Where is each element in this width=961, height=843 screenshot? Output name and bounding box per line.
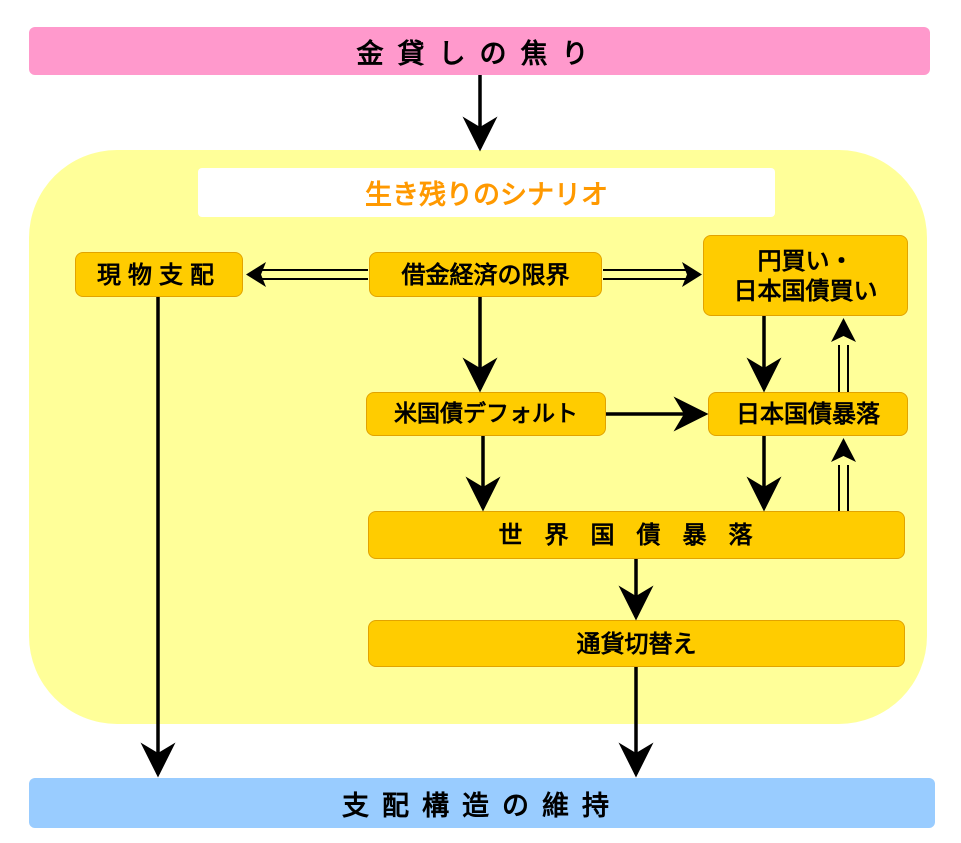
node-jgb-crash: 日本国債暴落 <box>708 392 908 436</box>
node-yen-jgb-buying: 円買い・ 日本国債買い <box>703 235 908 316</box>
node-us-treasury-default-label: 米国債デフォルト <box>394 400 578 427</box>
top-bar-title: 金貸しの焦り <box>356 38 603 70</box>
node-jgb-crash-label: 日本国債暴落 <box>736 400 880 428</box>
bottom-bar-title: 支配構造の維持 <box>342 790 622 822</box>
node-physical-control-label: 現物支配 <box>97 260 221 289</box>
node-global-bond-crash: 世界国債暴落 <box>368 511 905 559</box>
top-bar: 金貸しの焦り <box>29 27 930 75</box>
node-global-bond-crash-label: 世界国債暴落 <box>498 521 775 549</box>
bottom-bar: 支配構造の維持 <box>29 778 935 828</box>
node-debt-economy-limit-label: 借金経済の限界 <box>401 260 570 289</box>
node-currency-switch-label: 通貨切替え <box>576 629 697 658</box>
node-us-treasury-default: 米国債デフォルト <box>366 392 606 436</box>
node-physical-control: 現物支配 <box>75 252 243 297</box>
node-debt-economy-limit: 借金経済の限界 <box>369 252 602 297</box>
node-currency-switch: 通貨切替え <box>368 620 905 667</box>
node-yen-jgb-buying-label-2: 日本国債買い <box>733 276 878 305</box>
scenario-title: 生き残りのシナリオ <box>365 180 608 211</box>
scenario-title-box: 生き残りのシナリオ <box>198 168 775 217</box>
node-yen-jgb-buying-label-1: 円買い・ <box>757 246 854 275</box>
